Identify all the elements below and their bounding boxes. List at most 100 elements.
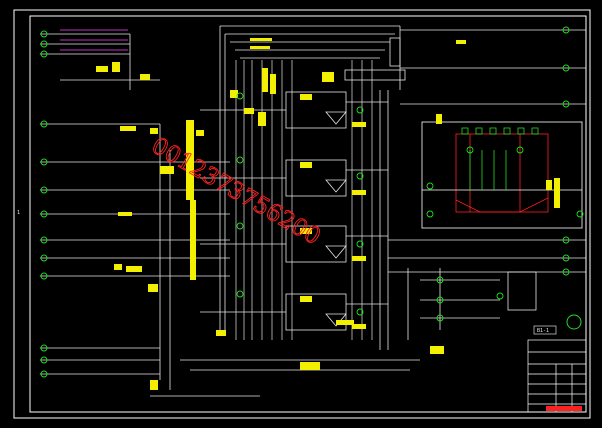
status-light-icon bbox=[489, 127, 497, 135]
equipment-tag bbox=[554, 178, 560, 208]
valve-icon bbox=[236, 222, 244, 230]
north-symbol-icon bbox=[566, 314, 582, 330]
valve-icon bbox=[40, 40, 48, 48]
equipment-tag bbox=[160, 166, 174, 174]
unit-tag-block bbox=[352, 324, 366, 329]
equipment-tag bbox=[114, 264, 122, 270]
valve-icon bbox=[40, 186, 48, 194]
unit-hopper-icon bbox=[325, 245, 347, 259]
valve-icon bbox=[436, 314, 444, 322]
equipment-tag bbox=[258, 112, 266, 126]
title-block-stamp bbox=[546, 406, 582, 411]
status-light-icon bbox=[531, 127, 539, 135]
equipment-tag bbox=[190, 200, 196, 280]
valve-icon bbox=[496, 292, 504, 300]
panel-tag-box bbox=[533, 325, 557, 335]
process-header-lines bbox=[180, 25, 586, 371]
equipment-tag bbox=[322, 72, 334, 82]
header-manifold bbox=[344, 37, 406, 81]
valve-icon bbox=[40, 236, 48, 244]
valve-icon bbox=[356, 172, 364, 180]
valve-icon bbox=[576, 210, 584, 218]
equipment-tag bbox=[456, 40, 466, 44]
equipment-tag bbox=[230, 90, 238, 98]
magenta-lines bbox=[60, 29, 128, 51]
unit-tag-block bbox=[352, 190, 366, 195]
equipment-tag bbox=[186, 120, 194, 200]
valve-icon bbox=[516, 146, 524, 154]
frame-number-label: 1 bbox=[17, 210, 20, 216]
status-light-icon bbox=[517, 127, 525, 135]
valve-icon bbox=[40, 30, 48, 38]
valve-icon bbox=[436, 276, 444, 284]
status-light-icon bbox=[461, 127, 469, 135]
equipment-tag bbox=[216, 330, 226, 336]
valve-icon bbox=[40, 210, 48, 218]
unit-hopper-icon bbox=[325, 111, 347, 125]
unit-hopper-icon bbox=[325, 179, 347, 193]
equipment-tag bbox=[148, 284, 158, 292]
valve-icon bbox=[40, 356, 48, 364]
unit-tag-block bbox=[300, 94, 312, 100]
equipment-tag bbox=[126, 266, 142, 272]
equipment-tags bbox=[96, 38, 560, 390]
valve-icon bbox=[236, 92, 244, 100]
unit-tag-block bbox=[300, 228, 312, 234]
drawing-frame bbox=[13, 9, 591, 419]
valve-icon bbox=[40, 370, 48, 378]
panel-red-loop bbox=[455, 197, 549, 213]
left-inlet-lines bbox=[40, 33, 260, 397]
valve-icon bbox=[356, 106, 364, 114]
equipment-tag bbox=[436, 114, 442, 124]
valve-icon bbox=[356, 308, 364, 316]
valve-icon bbox=[562, 64, 570, 72]
valve-icon bbox=[426, 210, 434, 218]
unit-tag-block bbox=[300, 296, 312, 302]
process-units bbox=[200, 91, 388, 331]
pump-station bbox=[407, 268, 537, 340]
valve-icon bbox=[562, 254, 570, 262]
equipment-tag bbox=[196, 130, 204, 136]
valve-icon bbox=[40, 344, 48, 352]
equipment-tag bbox=[250, 46, 270, 49]
title-block bbox=[527, 339, 587, 413]
valve-icon bbox=[40, 254, 48, 262]
unit-tag-block bbox=[352, 256, 366, 261]
valve-icon bbox=[40, 272, 48, 280]
valve-icon bbox=[40, 120, 48, 128]
panel-status-lights bbox=[455, 127, 549, 213]
equipment-tag bbox=[112, 62, 120, 72]
valve-icon bbox=[40, 50, 48, 58]
equipment-tag bbox=[150, 128, 158, 134]
equipment-tag bbox=[270, 74, 276, 94]
equipment-tag bbox=[140, 74, 150, 80]
valve-icon bbox=[426, 182, 434, 190]
equipment-tag bbox=[546, 180, 552, 190]
panel-tag: B1-1 bbox=[537, 328, 549, 334]
equipment-tag bbox=[118, 212, 132, 216]
valve-icon bbox=[562, 236, 570, 244]
equipment-tag bbox=[336, 320, 354, 325]
equipment-tag bbox=[96, 66, 108, 72]
unit-tag-block bbox=[300, 162, 312, 168]
status-light-icon bbox=[475, 127, 483, 135]
valve-icon bbox=[466, 146, 474, 154]
unit-tag-block bbox=[352, 122, 366, 127]
status-light-icon bbox=[503, 127, 511, 135]
vertical-bus-lines bbox=[235, 60, 373, 340]
equipment-tag bbox=[244, 108, 254, 114]
valve-icon bbox=[562, 100, 570, 108]
valve-icon bbox=[236, 290, 244, 298]
equipment-tag bbox=[250, 38, 272, 41]
equipment-tag bbox=[430, 346, 444, 354]
equipment-tag bbox=[150, 380, 158, 390]
valve-symbols bbox=[40, 26, 584, 378]
equipment-tag bbox=[300, 362, 320, 370]
equipment-tag bbox=[262, 68, 268, 92]
valve-icon bbox=[40, 158, 48, 166]
valve-icon bbox=[562, 268, 570, 276]
valve-icon bbox=[236, 156, 244, 164]
valve-icon bbox=[436, 296, 444, 304]
